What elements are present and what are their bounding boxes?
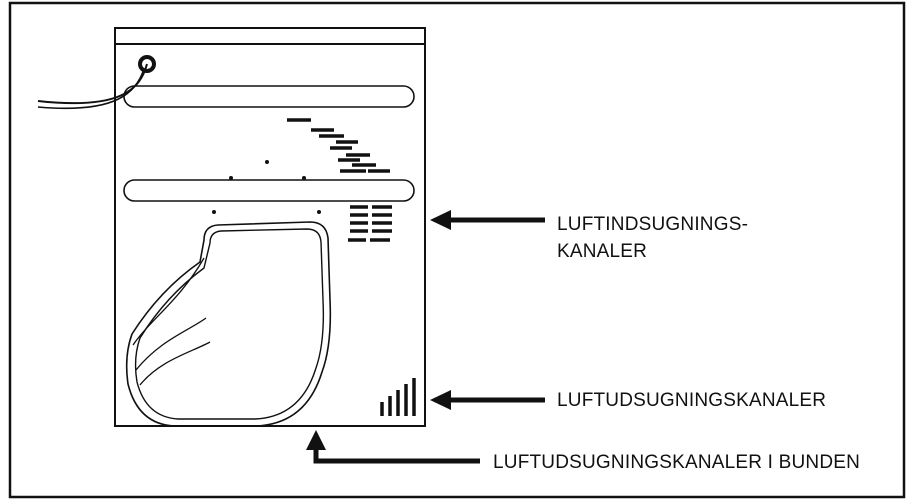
door-curve-1	[132, 257, 205, 346]
power-cord-outline	[37, 68, 145, 110]
upper-slot	[123, 85, 415, 108]
bottom-exhaust-arrow-icon	[306, 430, 480, 464]
door-outline-outer	[125, 221, 332, 427]
air-exhaust-label: LUFTUDSUGNINGSKANALER	[557, 390, 827, 411]
door-outline-inner	[134, 228, 325, 420]
door-curve-3	[139, 341, 211, 386]
intake-vent-grid-icon	[348, 205, 392, 242]
upper-vent-slats-icon	[287, 118, 390, 173]
air-intake-label-line2: KANALER	[557, 241, 648, 262]
air-intake-label: LUFTINDSUGNINGS- KANALER	[557, 211, 748, 265]
door-curve-2	[135, 317, 207, 371]
middle-slot	[123, 179, 415, 202]
intake-arrow-icon	[430, 210, 545, 230]
power-cord-icon	[37, 63, 148, 105]
exhaust-arrow-icon	[430, 390, 545, 410]
screw-dots	[212, 160, 321, 214]
exhaust-vent-bars-icon	[380, 378, 416, 416]
air-intake-label-line1: LUFTINDSUGNINGS-	[557, 214, 749, 235]
outer-frame	[8, 1, 906, 499]
appliance-body	[114, 27, 426, 427]
air-exhaust-bottom-label: LUFTUDSUGNINGSKANALER I BUNDEN	[493, 449, 863, 476]
appliance-back-view	[37, 27, 426, 427]
